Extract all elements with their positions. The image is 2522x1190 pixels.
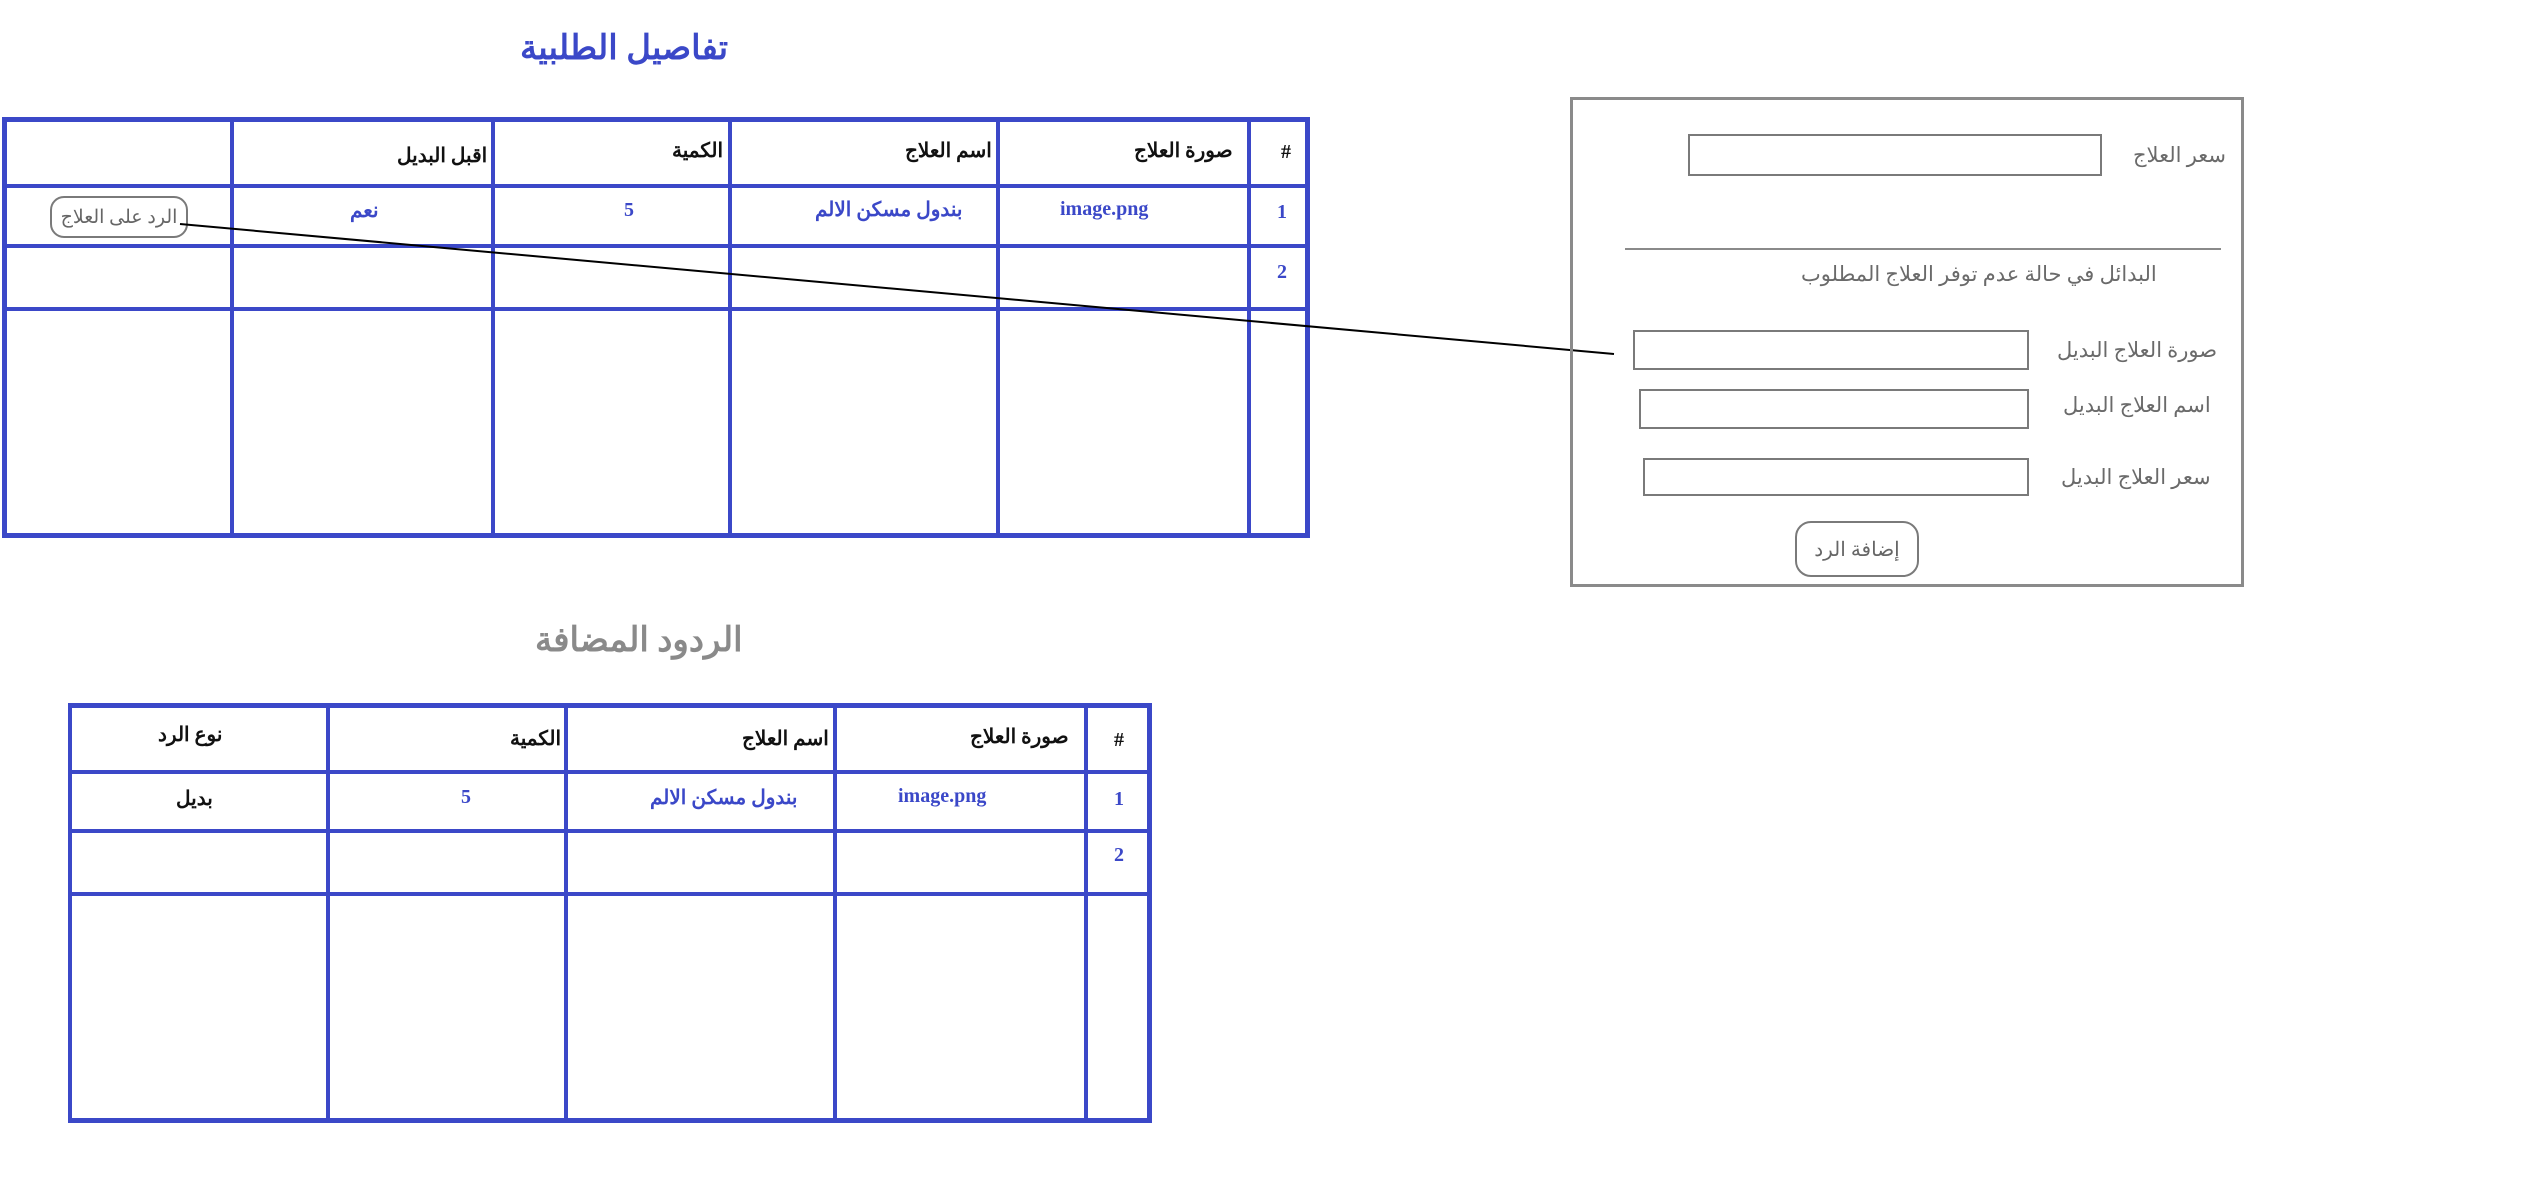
row-1-reply-type: بديل bbox=[176, 788, 213, 810]
header-medicine-image: صورة العلاج bbox=[970, 726, 1069, 748]
row-1-image-link[interactable]: image.png bbox=[898, 785, 987, 807]
row-divider bbox=[68, 892, 1147, 896]
row-1-quantity: 5 bbox=[461, 786, 471, 808]
row-2-index: 2 bbox=[1114, 844, 1124, 866]
alternatives-caption: البدائل في حالة عدم توفر العلاج المطلوب bbox=[1801, 262, 2157, 286]
header-reply-type: نوع الرد bbox=[158, 724, 223, 746]
medicine-price-label: سعر العلاج bbox=[2133, 143, 2227, 167]
row-1-index: 1 bbox=[1277, 201, 1287, 223]
medicine-price-input[interactable] bbox=[1688, 134, 2102, 176]
alt-image-input[interactable] bbox=[1633, 330, 2029, 370]
header-medicine-image: صورة العلاج bbox=[1134, 140, 1233, 162]
row-divider bbox=[7, 307, 1305, 311]
alt-image-label: صورة العلاج البديل bbox=[2057, 338, 2218, 362]
add-reply-button[interactable]: إضافة الرد bbox=[1795, 521, 1919, 577]
column-divider bbox=[68, 708, 72, 1122]
order-details-title: تفاصيل الطلبية bbox=[520, 30, 729, 67]
row-divider bbox=[68, 829, 1147, 833]
added-replies-table: # صورة العلاج اسم العلاج الكمية نوع الرد… bbox=[68, 703, 1152, 1123]
header-accept-alternative: اقبل البديل bbox=[397, 145, 488, 167]
header-index: # bbox=[1114, 729, 1124, 751]
row-1-index: 1 bbox=[1114, 788, 1124, 810]
row-1-medicine-name: بندول مسكن الالم bbox=[650, 787, 798, 809]
row-1-accept-alternative: نعم bbox=[350, 200, 379, 222]
row-divider bbox=[7, 184, 1305, 188]
row-2-index: 2 bbox=[1277, 261, 1287, 283]
reply-form-panel: سعر العلاج البدائل في حالة عدم توفر العل… bbox=[1570, 97, 2244, 587]
header-quantity: الكمية bbox=[672, 140, 724, 162]
column-divider bbox=[326, 708, 330, 1122]
header-medicine-name: اسم العلاج bbox=[742, 728, 829, 750]
header-medicine-name: اسم العلاج bbox=[905, 140, 992, 162]
row-divider bbox=[7, 244, 1305, 248]
column-divider bbox=[833, 708, 837, 1122]
row-1-image-link[interactable]: image.png bbox=[1060, 198, 1149, 220]
header-quantity: الكمية bbox=[510, 728, 562, 750]
header-index: # bbox=[1281, 141, 1291, 163]
reply-to-medicine-button[interactable]: الرد على العلاج bbox=[50, 196, 188, 238]
row-divider bbox=[68, 770, 1147, 774]
row-1-quantity: 5 bbox=[624, 199, 634, 221]
alt-name-label: اسم العلاج البديل bbox=[2063, 393, 2211, 417]
row-1-medicine-name: بندول مسكن الالم bbox=[815, 199, 963, 221]
column-divider bbox=[1084, 708, 1088, 1122]
alt-price-input[interactable] bbox=[1643, 458, 2029, 496]
alt-name-input[interactable] bbox=[1639, 389, 2029, 429]
form-divider bbox=[1625, 248, 2221, 250]
column-divider bbox=[564, 708, 568, 1122]
added-replies-title: الردود المضافة bbox=[535, 622, 743, 659]
order-details-table: # صورة العلاج اسم العلاج الكمية اقبل الب… bbox=[2, 117, 1310, 538]
alt-price-label: سعر العلاج البديل bbox=[2061, 465, 2211, 489]
